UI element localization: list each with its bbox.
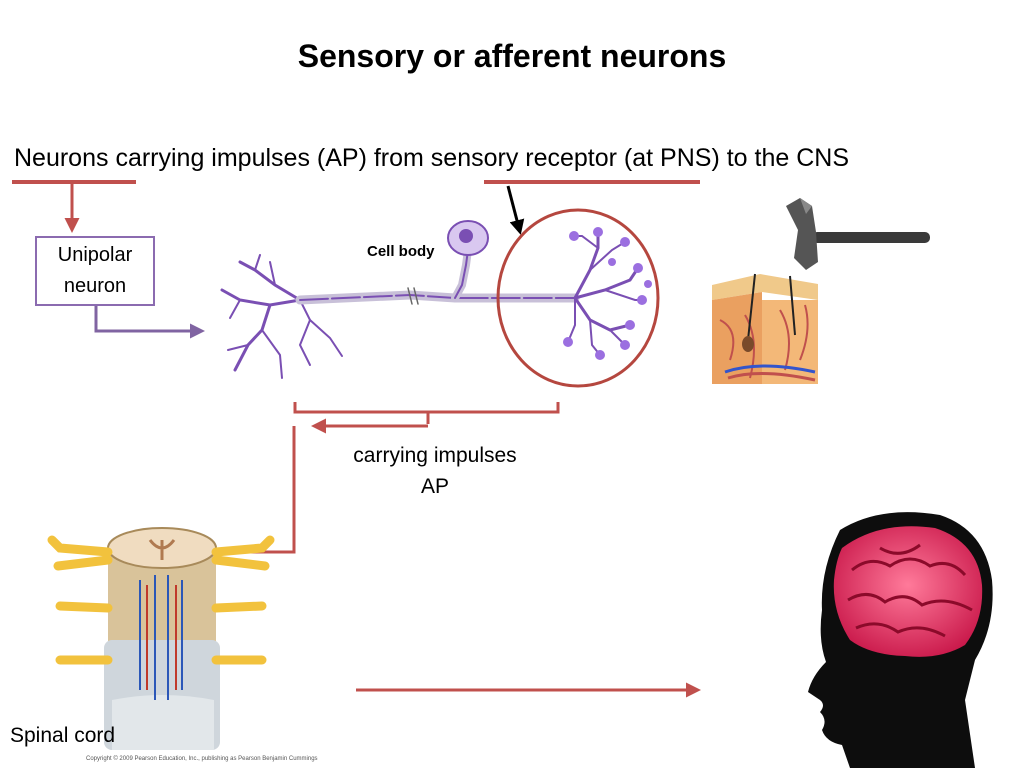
box-label-line1: Unipolar: [57, 244, 133, 266]
slide-title: Sensory or afferent neurons: [297, 38, 727, 74]
carrying-impulses-label: carrying impulses AP: [330, 440, 540, 502]
slide-subtitle: Neurons carrying impulses (AP) from sens…: [14, 144, 849, 172]
impulse-bracket: [293, 402, 560, 424]
receptor-circle: [496, 208, 660, 388]
copyright-text: Copyright © 2009 Pearson Education, Inc.…: [86, 756, 318, 762]
receptor-underline-arrow: [484, 180, 700, 235]
box-to-neuron-arrow: [94, 306, 205, 339]
receptor-endings: [563, 227, 652, 360]
spinal-cord-label: Spinal cord: [10, 724, 116, 747]
head-brain-illustration: [808, 512, 993, 768]
hammer-illustration: [786, 198, 930, 270]
neurons-underline-arrow: [12, 180, 136, 233]
spinal-cord-illustration: [47, 527, 275, 750]
carry-label-line2: AP: [420, 475, 449, 498]
skin-illustration: [708, 270, 822, 388]
box-label-line2: neuron: [63, 275, 127, 297]
unipolar-neuron-illustration: [220, 220, 643, 379]
cell-body-label: Cell body: [367, 243, 435, 260]
carry-label-line1: carrying impulses: [353, 444, 517, 467]
unipolar-neuron-box: Unipolar neuron: [35, 236, 155, 306]
